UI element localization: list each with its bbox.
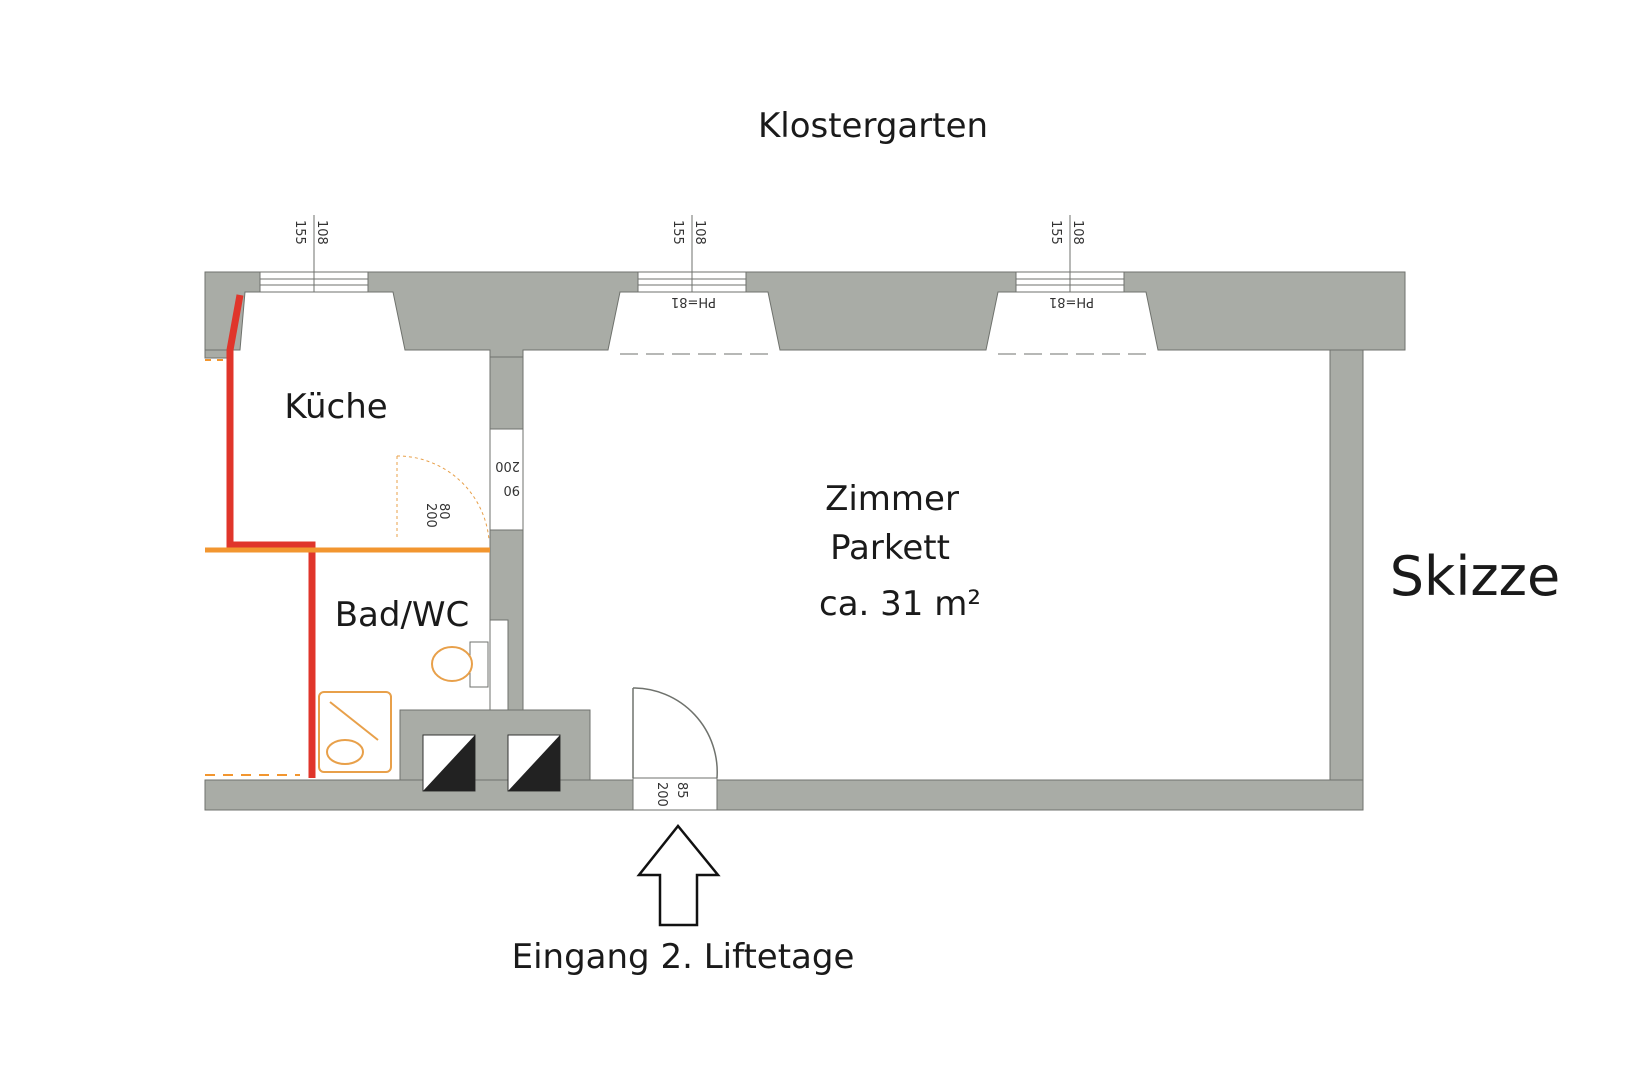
interior-wall-kitchen (489, 356, 524, 430)
window-3 (1015, 215, 1125, 293)
shafts (422, 734, 561, 792)
right-wall (1329, 349, 1364, 811)
window-2 (637, 215, 747, 293)
entrance-label: Eingang 2. Liftetage (512, 937, 855, 977)
bath-fixtures: 65 (318, 619, 509, 773)
kitchen-door-h: 200 (495, 458, 520, 473)
entrance-door: 200 85 (632, 687, 718, 811)
window-2-parapet: PH=81 (671, 294, 716, 309)
bath-door-jamb (489, 619, 509, 711)
markup-lines (205, 294, 490, 778)
kitchen-door-w: 90 (503, 482, 520, 497)
window-3-dim-a: 155 (1048, 220, 1063, 245)
kitchen-swing-h: 200 (423, 503, 438, 528)
toilet-bowl (431, 646, 473, 682)
kitchen-swing-w: 80 (436, 503, 451, 520)
kitchen-door: 200 90 80 200 (396, 428, 524, 541)
shaft-1-fill (423, 735, 475, 791)
kitchen-label: Küche (284, 387, 387, 427)
top-wall (204, 271, 1406, 358)
window-1 (259, 215, 369, 293)
red-line-left (226, 294, 316, 778)
window-1-dim-a: 155 (292, 220, 307, 245)
sketch-label: Skizze (1390, 545, 1560, 608)
window-2-dim-a: 155 (670, 220, 685, 245)
room-area-label: ca. 31 m² (819, 584, 981, 624)
window-dim-labels: 155 108 155 108 155 108 PH=81 PH=81 (292, 220, 1094, 309)
window-3-dim-b: 108 (1070, 220, 1085, 245)
window-1-dim-b: 108 (314, 220, 329, 245)
room-name-label: Zimmer (825, 479, 959, 519)
window-2-dim-b: 108 (692, 220, 707, 245)
shaft-2-fill (508, 735, 560, 791)
washbasin (326, 739, 364, 765)
shower-diagonal (329, 701, 379, 741)
entrance-door-h: 200 (654, 782, 669, 807)
left-wall-top (204, 349, 231, 359)
room-floor-label: Parkett (830, 528, 950, 568)
bottom-wall-right (716, 779, 1364, 811)
garden-label: Klostergarten (758, 106, 988, 146)
windows (259, 215, 1146, 355)
entrance-door-w: 85 (674, 782, 689, 799)
entrance-arrow-icon (636, 824, 721, 927)
window-3-parapet: PH=81 (1049, 294, 1094, 309)
bath-label: Bad/WC (335, 595, 470, 635)
bottom-wall (204, 779, 634, 811)
